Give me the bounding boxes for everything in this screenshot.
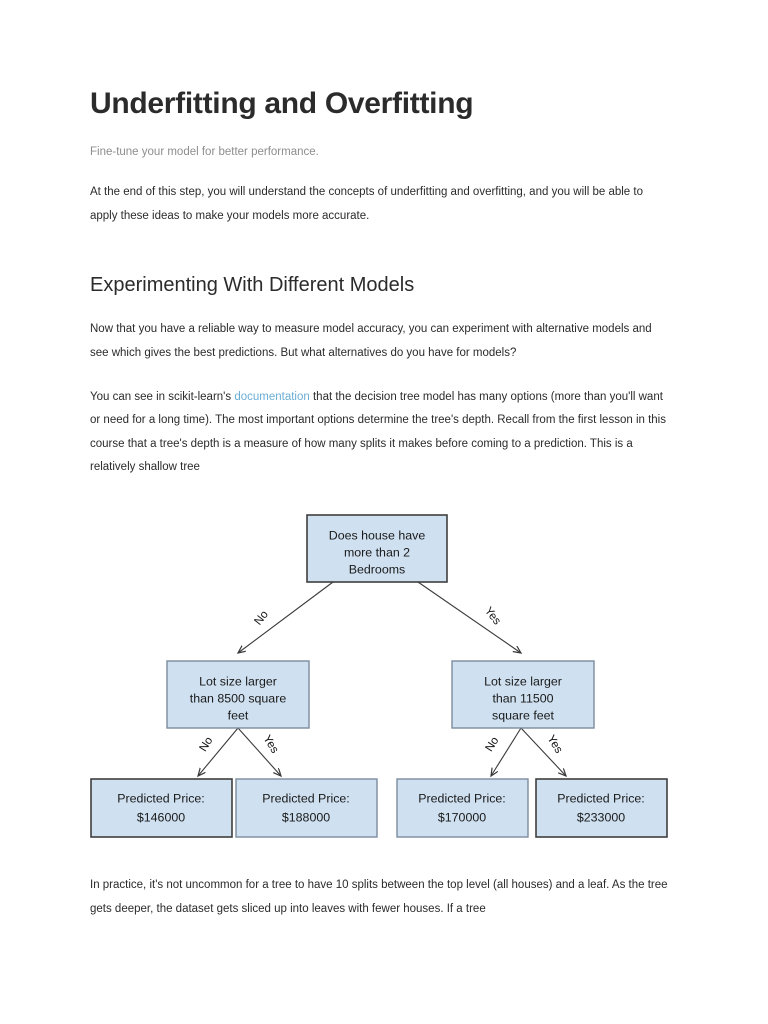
edge-left-to-leaf1 xyxy=(198,727,239,776)
edge-label-right-no: No xyxy=(483,735,501,754)
tree-node-right-branch: Lot size larger than 11500 square feet xyxy=(451,660,595,729)
edge-label-right-yes: Yes xyxy=(544,733,564,755)
edge-right-to-leaf4 xyxy=(520,727,566,776)
paragraph-tree-depth: You can see in scikit-learn's documentat… xyxy=(90,386,672,480)
edge-label-root-no: No xyxy=(252,609,271,628)
paragraph-text-before-link: You can see in scikit-learn's xyxy=(90,390,235,403)
tree-leaf-170000: Predicted Price: $170000 xyxy=(396,778,529,838)
edge-label-root-yes: Yes xyxy=(482,605,503,627)
intro-paragraph: At the end of this step, you will unders… xyxy=(90,186,643,222)
closing-paragraph: In practice, it's not uncommon for a tre… xyxy=(90,879,668,915)
page-subtitle: Fine-tune your model for better performa… xyxy=(90,146,319,158)
tree-leaf-146000: Predicted Price: $146000 xyxy=(90,778,233,838)
root-line-1: Does house have xyxy=(329,528,426,542)
root-line-3: Bedrooms xyxy=(349,562,405,576)
page-title: Underfitting and Overfitting xyxy=(90,87,474,120)
leaf-3-label: Predicted Price: xyxy=(418,791,505,805)
edge-root-to-right xyxy=(417,581,521,653)
tree-leaf-188000: Predicted Price: $188000 xyxy=(235,778,378,838)
leaf-2-label: Predicted Price: xyxy=(262,791,349,805)
leaf-4-label: Predicted Price: xyxy=(557,791,644,805)
paragraph-model-alternatives: Now that you have a reliable way to meas… xyxy=(90,323,652,359)
edge-root-to-left xyxy=(238,581,334,653)
tree-leaf-233000: Predicted Price: $233000 xyxy=(535,778,668,838)
section-heading-experimenting: Experimenting With Different Models xyxy=(90,274,415,297)
leaf-2-value: $188000 xyxy=(282,810,330,824)
closing-content: In practice, it's not uncommon for a tre… xyxy=(90,874,672,921)
tree-node-left-branch: Lot size larger than 8500 square feet xyxy=(166,660,310,729)
root-line-2: more than 2 xyxy=(344,545,410,559)
edge-label-left-yes: Yes xyxy=(260,733,280,755)
edge-right-to-leaf3 xyxy=(491,727,522,776)
leaf-1-label: Predicted Price: xyxy=(117,791,204,805)
leaf-4-value: $233000 xyxy=(577,810,625,824)
documentation-link[interactable]: documentation xyxy=(234,390,310,403)
edge-label-left-no: No xyxy=(197,735,215,754)
left-branch-line-3: feet xyxy=(228,708,249,722)
decision-tree-figure: Does house have more than 2 Bedrooms No … xyxy=(78,498,692,860)
leaf-3-value: $170000 xyxy=(438,810,486,824)
paragraph-text-after-link: that the decision tree model has many op… xyxy=(90,390,666,474)
document-content: Underfitting and Overfitting Fine-tune y… xyxy=(90,0,672,480)
tree-node-root: Does house have more than 2 Bedrooms xyxy=(306,514,448,583)
leaf-1-value: $146000 xyxy=(137,810,185,824)
edge-left-to-leaf2 xyxy=(237,727,281,776)
left-branch-line-1: Lot size larger xyxy=(199,674,277,688)
right-branch-line-2: than 11500 xyxy=(492,691,553,705)
right-branch-line-1: Lot size larger xyxy=(484,674,562,688)
right-branch-line-3: square feet xyxy=(492,708,555,722)
left-branch-line-2: than 8500 square xyxy=(190,691,287,705)
